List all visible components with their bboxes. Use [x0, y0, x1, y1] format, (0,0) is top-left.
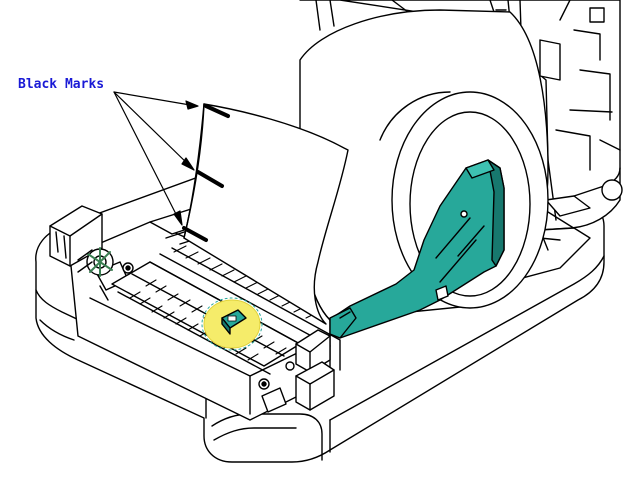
black-marks-callout: Black Marks	[18, 77, 105, 92]
right-latch	[261, 361, 335, 413]
left-latch	[49, 205, 103, 267]
callout-arrows	[113, 91, 199, 226]
roll-holder	[329, 159, 505, 339]
roller-bearing-icon	[122, 262, 295, 390]
roller-gear-icon	[77, 247, 114, 277]
black-mark-icon	[182, 104, 230, 242]
media-sensor-icon	[221, 309, 247, 335]
